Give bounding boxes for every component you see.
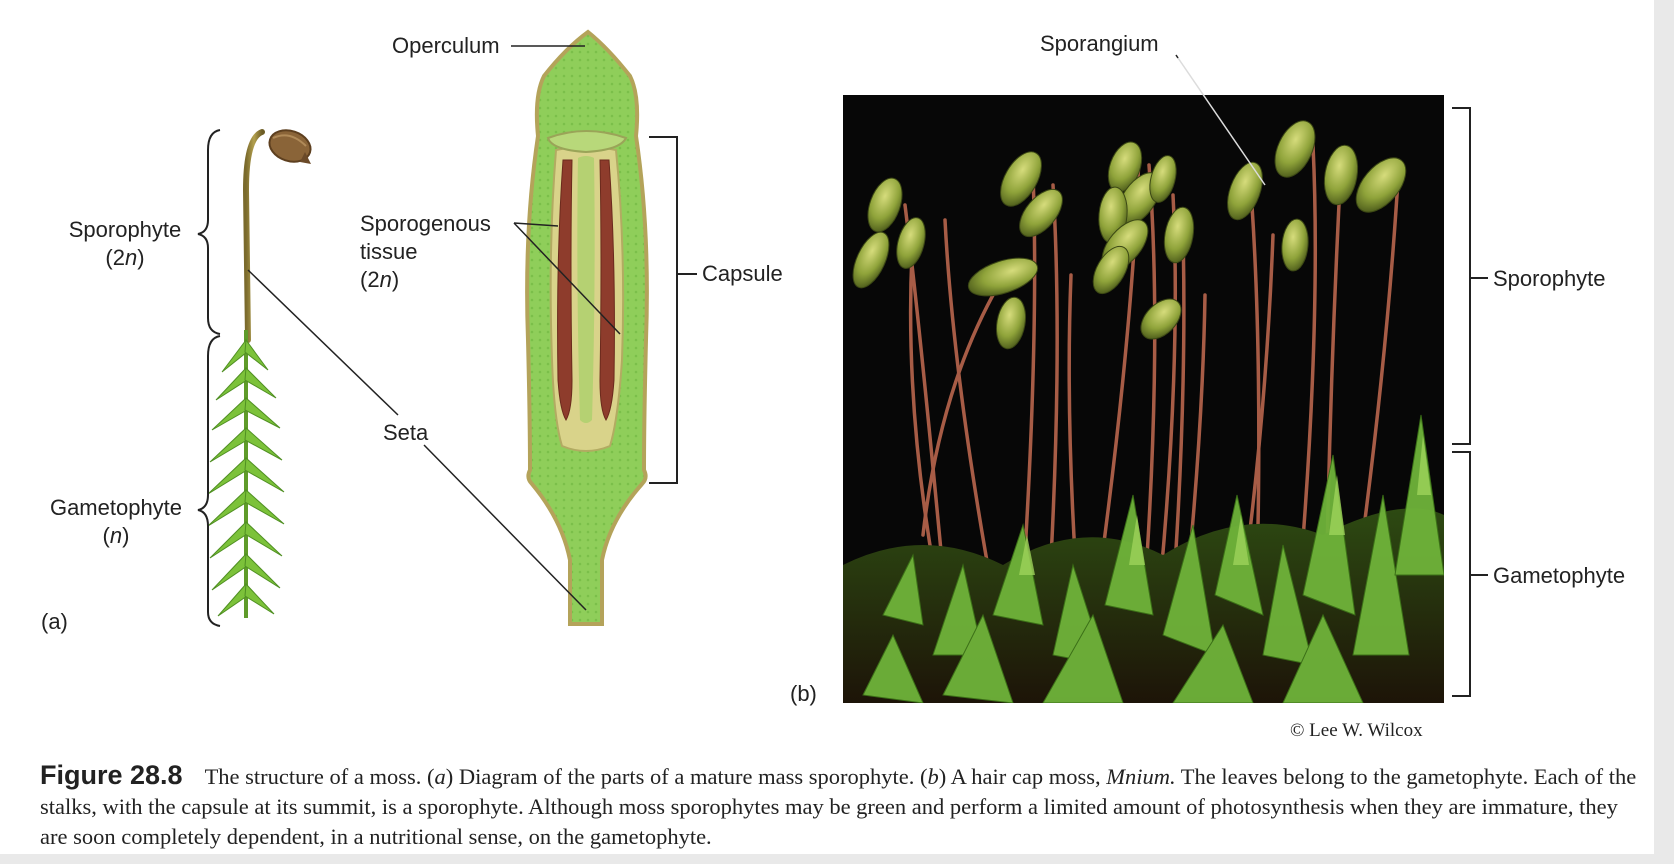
capsule-bracket	[649, 137, 677, 483]
panel-a-label: (a)	[41, 608, 68, 636]
whole-moss-plant	[208, 125, 315, 618]
sporophyte-brace	[198, 130, 220, 334]
sporogenous-ploidy: (2n)	[360, 266, 491, 294]
operculum-label: Operculum	[392, 32, 500, 60]
photo-gametophyte-bracket	[1452, 452, 1470, 696]
capsule-small-illustration	[265, 125, 314, 167]
gametophyte-label: Gametophyte (n)	[36, 494, 196, 550]
seta-label: Seta	[383, 419, 428, 447]
figure-number: Figure 28.8	[40, 760, 183, 790]
moss-photo-drawing	[843, 95, 1444, 703]
photo-gametophyte-label: Gametophyte	[1493, 562, 1625, 590]
moss-photograph	[843, 95, 1444, 703]
sporogenous-tissue-label: Sporogenous tissue (2n)	[360, 210, 491, 294]
sporangium-label: Sporangium	[1040, 30, 1159, 58]
panel-b-label: (b)	[790, 680, 817, 708]
capsule-cross-section	[527, 32, 647, 624]
sporophyte-ploidy: (2n)	[60, 244, 190, 272]
leafy-gametophyte	[208, 330, 284, 618]
capsule-label: Capsule	[702, 260, 783, 288]
gametophyte-brace	[198, 336, 220, 626]
sporophyte-label: Sporophyte (2n)	[60, 216, 190, 272]
gametophyte-ploidy: (n)	[36, 522, 196, 550]
photo-sporophyte-bracket	[1452, 108, 1470, 444]
genus-name: Mnium.	[1106, 764, 1175, 789]
photo-credit: © Lee W. Wilcox	[1290, 720, 1423, 742]
photo-sporophyte-label: Sporophyte	[1493, 265, 1606, 293]
